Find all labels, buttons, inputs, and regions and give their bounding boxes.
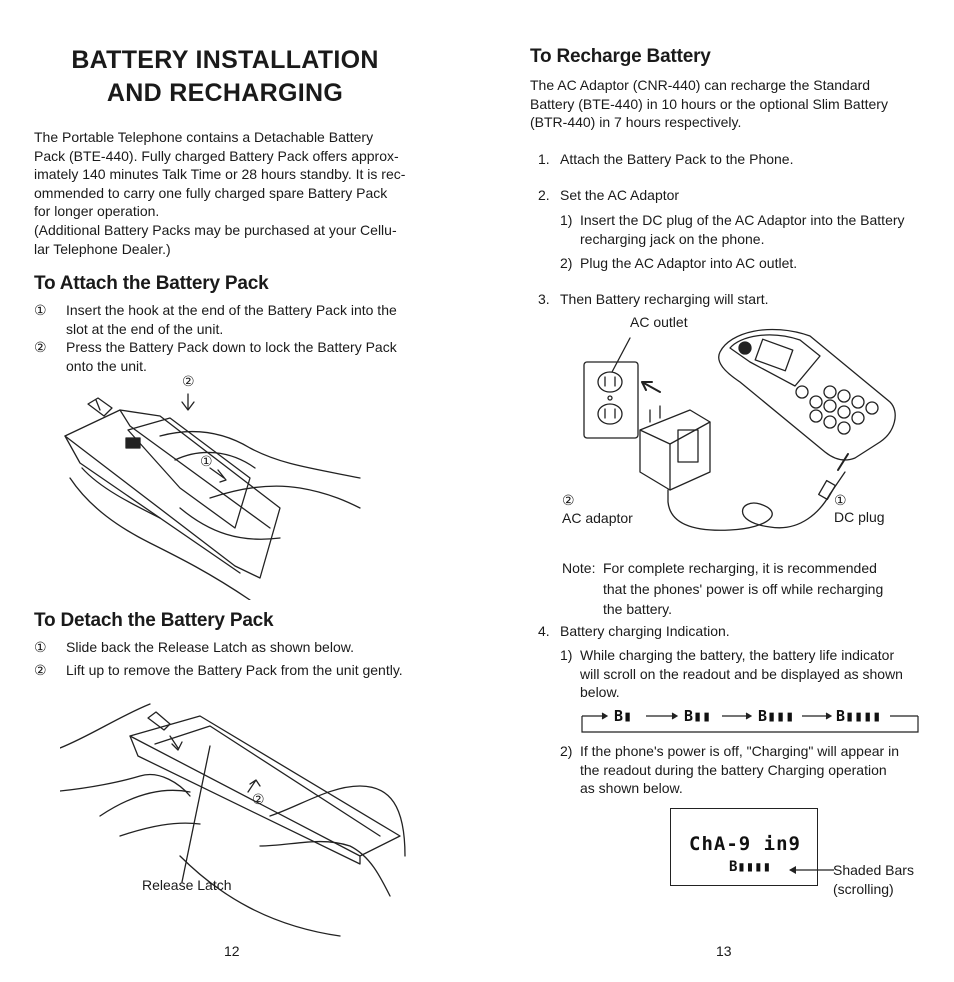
attach-battery-illustration: ② ① (64, 374, 361, 600)
sequence-step-4: B▮▮▮▮ (836, 707, 881, 725)
ac-adaptor-label: AC adaptor (562, 510, 633, 526)
step-text: Lift up to remove the Battery Pack from … (66, 662, 403, 678)
attach-heading: To Attach the Battery Pack (34, 273, 269, 294)
sequence-step-1: B▮ (614, 707, 632, 725)
step-text-line: will scroll on the readout and be displa… (580, 665, 903, 682)
step4-substep-1: 1) While charging the battery, the batte… (560, 646, 920, 702)
step-text: Attach the Battery Pack to the Phone. (560, 151, 794, 167)
detach-step-2: ② Lift up to remove the Battery Pack fro… (34, 661, 426, 680)
step-number: ② (34, 662, 47, 678)
readout-charging-text: ChA-9 in9 (689, 833, 801, 855)
detach-heading: To Detach the Battery Pack (34, 610, 274, 631)
attach-step-2: ② Press the Battery Pack down to lock th… (34, 338, 426, 375)
recharge-step-3: 3. Then Battery recharging will start. (538, 290, 918, 309)
title-line-2: AND RECHARGING (106, 79, 344, 107)
charging-sequence-diagram: B▮ B▮▮ B▮▮▮ B▮▮▮▮ (581, 707, 919, 733)
readout-display: ChA-9 in9 B▮▮▮▮ (670, 808, 818, 886)
step-text-line: recharging jack on the phone. (580, 230, 765, 247)
recharge-heading: To Recharge Battery (530, 46, 711, 67)
step-number: ① (34, 302, 47, 318)
page-title: BATTERY INSTALLATION AND RECHARGING (30, 44, 420, 110)
intro-line: imately 140 minutes Talk Time or 28 hour… (34, 166, 406, 183)
figure-mark-2: ② (182, 374, 195, 390)
page-number-right: 13 (716, 943, 732, 959)
intro-line: for longer operation. (34, 203, 160, 220)
note-line: For complete recharging, it is recommend… (603, 560, 877, 576)
step-text-line: slot at the end of the unit. (66, 320, 224, 337)
step-number: 4. (538, 623, 550, 639)
figure-mark-2: ② (252, 792, 265, 808)
step-text-line: the readout during the battery Charging … (580, 761, 887, 778)
note-line: the battery. (603, 601, 673, 618)
step4-substep-2: 2) If the phone's power is off, "Chargin… (560, 742, 920, 798)
detach-battery-illustration: ② (60, 703, 406, 937)
step-number: 1) (560, 647, 573, 663)
intro-line: lar Telephone Dealer.) (34, 240, 171, 257)
detach-step-1: ① Slide back the Release Latch as shown … (34, 638, 426, 657)
release-latch-label: Release Latch (142, 877, 232, 893)
step-number: 2) (560, 255, 573, 271)
step-text-line: as shown below. (580, 780, 683, 797)
figure-mark-1: ① (200, 454, 213, 470)
step-text: Then Battery recharging will start. (560, 291, 769, 307)
step-text: Battery charging Indication. (560, 623, 730, 639)
step-text: Slide back the Release Latch as shown be… (66, 639, 354, 655)
page-number-left: 12 (224, 943, 240, 959)
step-number: 3. (538, 291, 550, 307)
intro-paragraph: The Portable Telephone contains a Detach… (34, 128, 424, 258)
sequence-step-3: B▮▮▮ (758, 707, 794, 725)
recharge-step-2: 2. Set the AC Adaptor (538, 186, 918, 205)
step-text-line: Plug the AC Adaptor into AC outlet. (580, 255, 798, 271)
intro-line: (BTR-440) in 7 hours respectively. (530, 114, 742, 131)
recharge-step-4: 4. Battery charging Indication. (538, 622, 918, 641)
attach-step-1: ① Insert the hook at the end of the Batt… (34, 301, 426, 338)
recharge-substep-2: 2) Plug the AC Adaptor into AC outlet. (560, 254, 920, 273)
readout-battery-bars: B▮▮▮▮ (729, 859, 772, 875)
shaded-bars-pointer (789, 866, 834, 874)
ac-outlet-label: AC outlet (630, 314, 688, 330)
title-line-1: BATTERY INSTALLATION (71, 46, 379, 74)
step-number: ② (34, 339, 47, 355)
intro-line: The AC Adaptor (CNR-440) can recharge th… (530, 77, 871, 93)
step-text-line: Press the Battery Pack down to lock the … (66, 339, 397, 355)
intro-line: Battery (BTE-440) in 10 hours or the opt… (530, 95, 888, 112)
scrolling-caption: (scrolling) (833, 881, 894, 897)
intro-line: The Portable Telephone contains a Detach… (34, 129, 374, 145)
note-label: Note: (562, 560, 596, 576)
step-number: 1. (538, 151, 550, 167)
intro-line: (Additional Battery Packs may be purchas… (34, 221, 397, 238)
step-text: Set the AC Adaptor (560, 187, 680, 203)
intro-line: ommended to carry one fully charged spar… (34, 184, 388, 201)
step-text-line: While charging the battery, the battery … (580, 647, 895, 663)
plug-number: ① (834, 492, 847, 508)
step-number: ① (34, 639, 47, 655)
step-text-line: If the phone's power is off, "Charging" … (580, 743, 899, 759)
recharge-step-1: 1. Attach the Battery Pack to the Phone. (538, 150, 918, 169)
intro-line: Pack (BTE-440). Fully charged Battery Pa… (34, 147, 399, 164)
step-text-line: Insert the DC plug of the AC Adaptor int… (580, 212, 905, 228)
charging-illustration (583, 328, 896, 531)
sequence-step-2: B▮▮ (684, 707, 711, 725)
dc-plug-label: DC plug (834, 509, 885, 525)
step-number: 1) (560, 212, 573, 228)
recharge-substep-1: 1) Insert the DC plug of the AC Adaptor … (560, 211, 920, 248)
step-number: 2. (538, 187, 550, 203)
shaded-bars-caption: Shaded Bars (833, 862, 914, 878)
step-text-line: onto the unit. (66, 357, 147, 374)
recharge-note: Note: For complete recharging, it is rec… (562, 559, 922, 619)
step-number: 2) (560, 743, 573, 759)
recharge-intro: The AC Adaptor (CNR-440) can recharge th… (530, 76, 920, 132)
adaptor-number: ② (562, 492, 575, 508)
note-line: that the phones' power is off while rech… (603, 580, 884, 597)
step-text-line: Insert the hook at the end of the Batter… (66, 302, 397, 318)
step-text-line: below. (580, 684, 620, 701)
